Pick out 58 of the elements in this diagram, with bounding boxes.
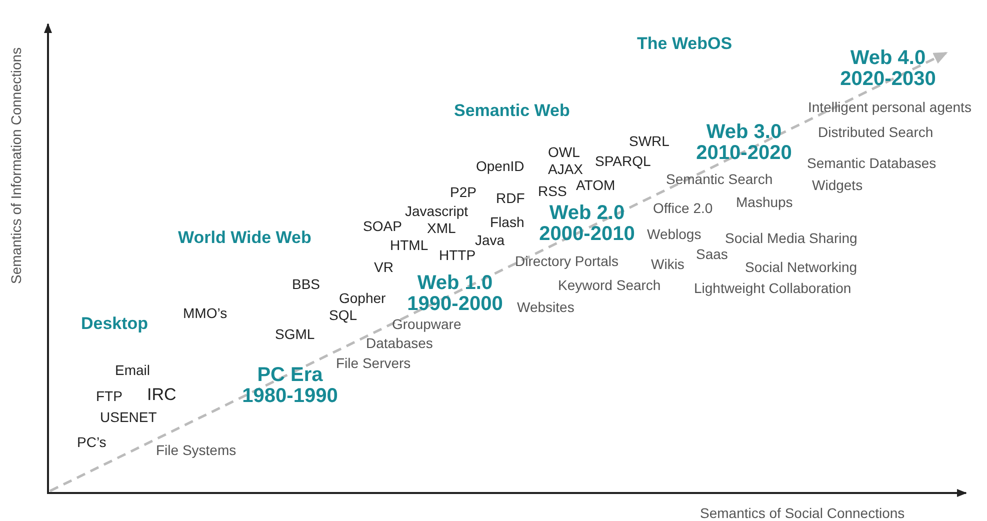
technology-label: FTP xyxy=(96,388,122,404)
technology-label: USENET xyxy=(100,409,157,426)
application-label: File Servers xyxy=(336,355,411,372)
application-label: Groupware xyxy=(392,316,462,332)
era-heading: Web 2.0 2000-2010 xyxy=(538,203,636,245)
technology-label: HTML xyxy=(390,237,428,254)
application-label: Semantic Databases xyxy=(807,155,936,172)
application-label: Mashups xyxy=(736,194,793,210)
technology-label: RDF xyxy=(496,190,525,206)
technology-label: ATOM xyxy=(576,177,616,194)
era-heading: Web 3.0 2010-2020 xyxy=(695,122,793,164)
technology-label: SGML xyxy=(275,326,315,342)
application-label: Semantic Search xyxy=(666,171,773,188)
application-label: Directory Portals xyxy=(515,253,618,270)
application-label: Social Media Sharing xyxy=(725,230,858,246)
technology-label: AJAX xyxy=(548,161,584,178)
application-label: Saas xyxy=(696,246,728,262)
era-heading: PC Era 1980-1990 xyxy=(241,365,338,407)
technology-label: HTTP xyxy=(439,247,476,264)
technology-label: Gopher xyxy=(339,290,386,306)
technology-label: IRC xyxy=(147,385,176,405)
application-label: Distributed Search xyxy=(818,124,934,140)
technology-label: SQL xyxy=(329,307,358,324)
era-heading: Web 4.0 2020-2030 xyxy=(839,48,937,90)
category-heading: Semantic Web xyxy=(454,101,570,121)
application-label: Lightweight Collaboration xyxy=(694,280,852,296)
axis-label: Semantics of Information Connections xyxy=(8,47,24,284)
technology-label: XML xyxy=(427,220,456,236)
technology-label: OpenID xyxy=(476,158,524,174)
application-label: Social Networking xyxy=(745,259,858,276)
application-label: Widgets xyxy=(812,177,863,194)
technology-label: Flash xyxy=(490,214,524,230)
technology-label: MMO’s xyxy=(183,305,228,322)
application-label: Databases xyxy=(366,335,433,352)
technology-label: SPARQL xyxy=(595,153,651,170)
application-label: Intelligent personal agents xyxy=(808,99,972,116)
technology-label: P2P xyxy=(450,184,476,200)
application-label: Keyword Search xyxy=(558,277,661,294)
application-label: Weblogs xyxy=(647,226,702,242)
technology-label: Email xyxy=(115,362,150,378)
application-label: Office 2.0 xyxy=(653,200,713,216)
technology-label: OWL xyxy=(548,144,580,160)
application-label: File Systems xyxy=(156,442,236,458)
technology-label: PC’s xyxy=(77,434,106,450)
technology-label: VR xyxy=(374,259,394,276)
category-heading: World Wide Web xyxy=(178,228,312,248)
category-heading: Desktop xyxy=(81,314,148,334)
axis-label: Semantics of Social Connections xyxy=(700,505,905,521)
category-heading: The WebOS xyxy=(637,34,732,54)
technology-label: Javascript xyxy=(405,203,468,220)
application-label: Wikis xyxy=(651,256,684,272)
era-heading: Web 1.0 1990-2000 xyxy=(406,273,504,315)
technology-label: RSS xyxy=(538,183,567,200)
technology-label: SWRL xyxy=(629,133,670,150)
application-label: Websites xyxy=(517,299,574,316)
technology-label: BBS xyxy=(292,276,320,292)
technology-label: Java xyxy=(475,232,505,248)
technology-label: SOAP xyxy=(363,218,402,234)
